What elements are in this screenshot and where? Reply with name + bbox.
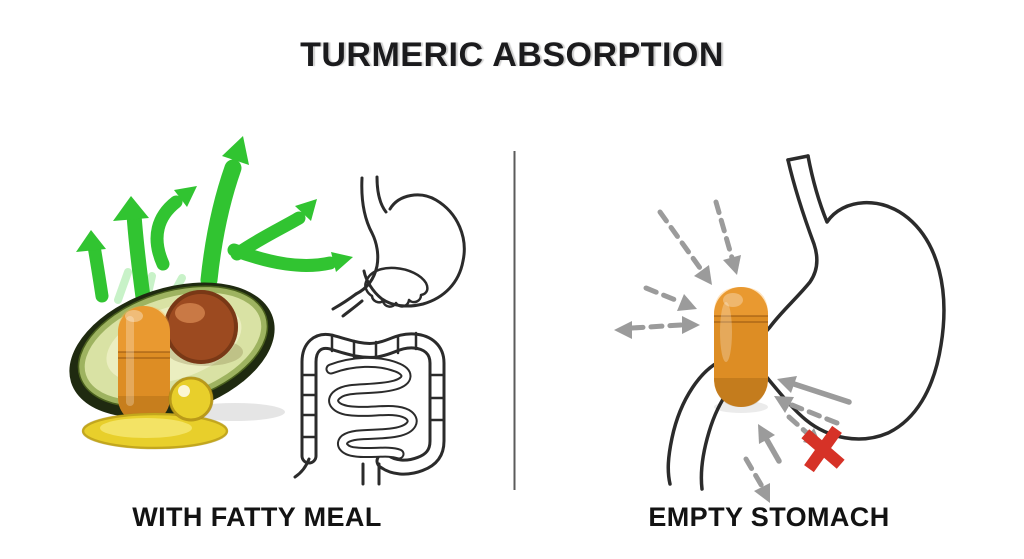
oil-droplet-rim	[168, 376, 214, 422]
avocado-pit	[164, 290, 243, 366]
glow-streak	[114, 268, 132, 304]
esophagus-opening	[786, 154, 810, 162]
green-arrow-head	[222, 136, 249, 165]
gray-arrow-head	[758, 424, 775, 444]
gray-arrow-shaft	[791, 381, 852, 405]
gray-arrow-shaft	[629, 322, 684, 331]
gray-arrow-head	[694, 265, 712, 285]
capsule-cap-shade	[118, 306, 170, 352]
oil-droplet-glare	[178, 385, 190, 397]
green-arrow-shaft	[200, 159, 242, 289]
green-arrow-shaft	[150, 195, 183, 271]
green-arrow-shaft	[126, 207, 151, 305]
green-arrow-head	[174, 186, 197, 207]
capsule-highlight-stripe	[126, 316, 134, 406]
page-title: TURMERIC ABSORPTION	[300, 36, 724, 74]
gray-arrow-shaft	[657, 209, 703, 271]
right-panel-illustration	[614, 154, 946, 503]
right-panel-label: EMPTY STOMACH	[648, 502, 890, 532]
gray-arrow-shaft	[764, 437, 782, 464]
digestive-tract-outline-icon	[293, 175, 466, 486]
left-panel-illustration	[69, 136, 466, 486]
gray-arrow-shaft	[743, 456, 766, 491]
small-intestine-inner-white	[327, 358, 416, 458]
capsule-glare	[125, 310, 143, 322]
turmeric-capsule-icon-right	[714, 287, 768, 407]
gray-arrow-head-left	[614, 321, 632, 339]
oil-puddle-highlight	[100, 418, 192, 438]
green-arrow-head	[113, 196, 149, 221]
gray-arrow-head	[677, 294, 697, 311]
capsule-cap-shade	[714, 287, 768, 316]
capsule-highlight-stripe	[720, 302, 732, 362]
gray-arrow-shaft	[789, 402, 840, 426]
appendix-line	[293, 457, 311, 479]
gray-arrows-shapes	[614, 199, 852, 503]
rectum-lines	[361, 462, 381, 486]
green-arrow-head	[295, 199, 317, 221]
green-arrow-head	[76, 230, 106, 252]
oil-puddle-rim	[81, 412, 229, 450]
gray-arrow-head	[777, 376, 797, 393]
gray-dashed-arrows-icon	[614, 199, 852, 503]
capsule-bottom-shade	[714, 378, 768, 407]
red-x-stroke	[804, 425, 842, 473]
stomach-body-line	[362, 193, 466, 308]
oil-puddle-icon	[81, 412, 229, 450]
left-panel-label: WITH FATTY MEAL	[132, 502, 382, 532]
green-arrow-shaft	[227, 243, 337, 272]
gray-arrow-head	[774, 396, 794, 413]
capsule-seam	[714, 315, 768, 323]
pit-highlight	[175, 303, 205, 323]
green-arrow-head	[331, 252, 353, 272]
capsule-glare	[723, 293, 743, 307]
gray-arrow-shaft	[786, 414, 810, 436]
stomach-outer-line	[755, 154, 946, 441]
oil-droplet-icon	[168, 376, 214, 422]
capsule-seam	[118, 351, 170, 359]
capsule-body	[118, 306, 170, 424]
gray-arrow-shaft	[713, 199, 735, 261]
antrum-bubble-line	[364, 266, 429, 308]
turmeric-capsule-icon-left	[118, 306, 170, 424]
green-arrows-shapes	[76, 136, 353, 305]
gray-arrow-shaft	[643, 285, 681, 304]
gray-arrow-head	[723, 255, 741, 275]
colon-haustra-ticks	[300, 331, 446, 439]
stomach-inner-line	[666, 158, 819, 486]
gray-arrow-head	[682, 316, 700, 334]
duodenum-lines	[331, 292, 364, 318]
gray-arrow-head	[754, 483, 770, 503]
green-arrow-shaft	[87, 239, 109, 303]
red-x-icon	[801, 425, 845, 473]
green-rising-arrows-icon	[76, 136, 353, 305]
esophagus-right-line	[375, 175, 388, 214]
